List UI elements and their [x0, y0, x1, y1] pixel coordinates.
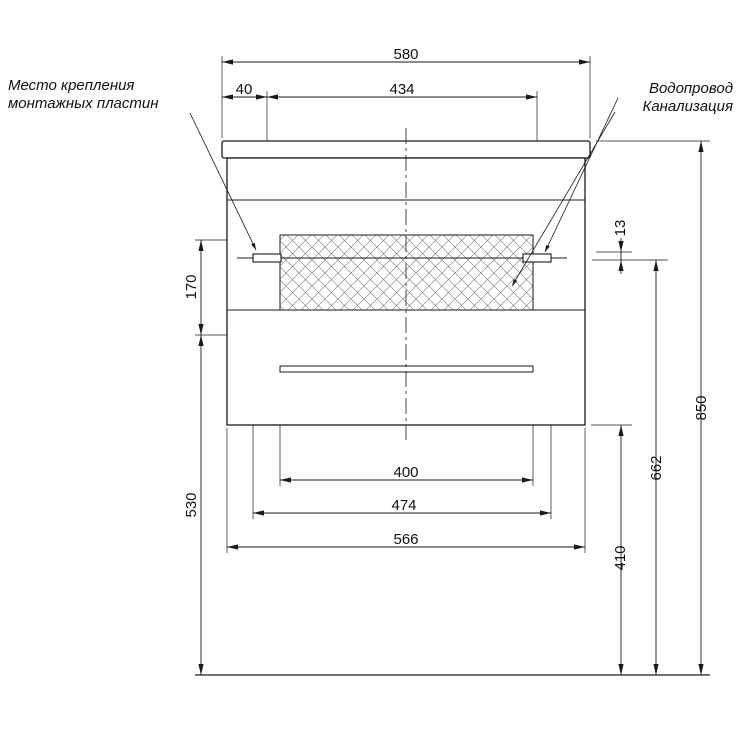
dim-plate-drop: 13	[611, 219, 629, 237]
dim-plate-offset: 40	[235, 80, 253, 98]
dim-drain-height: 662	[647, 455, 665, 481]
mounting-note-line1: Место крепления	[8, 77, 135, 94]
dim-side-upper: 170	[182, 274, 200, 300]
water-label: Водопровод	[648, 80, 733, 97]
dim-total-height: 850	[692, 395, 710, 421]
dim-plate-spacing: 434	[389, 80, 415, 98]
water-leader	[544, 97, 619, 253]
utilities-note: Водопровод Канализация	[615, 80, 734, 115]
sewer-leader	[511, 111, 616, 287]
hatch-area	[279, 234, 534, 311]
dim-body-width: 566	[393, 530, 419, 548]
mounting-note-line2: монтажных пластин	[8, 94, 159, 112]
leader-lines	[189, 97, 619, 287]
dim-inner-width: 474	[391, 496, 417, 514]
drawer-handle	[279, 365, 534, 373]
dim-side-lower: 530	[182, 492, 200, 518]
dim-handle-width: 400	[393, 463, 419, 481]
dim-bottom-clearance: 410	[611, 545, 629, 571]
mounting-plate-left	[252, 253, 282, 263]
cabinet-outline	[195, 128, 710, 676]
mounting-note: Место крепления монтажных пластин	[8, 77, 158, 112]
mounting-plate-right	[522, 253, 552, 263]
dimension-lines	[198, 59, 704, 675]
sewer-label: Канализация	[642, 97, 734, 115]
mounting-note-leader	[189, 112, 257, 251]
dim-top-width: 580	[393, 45, 419, 63]
